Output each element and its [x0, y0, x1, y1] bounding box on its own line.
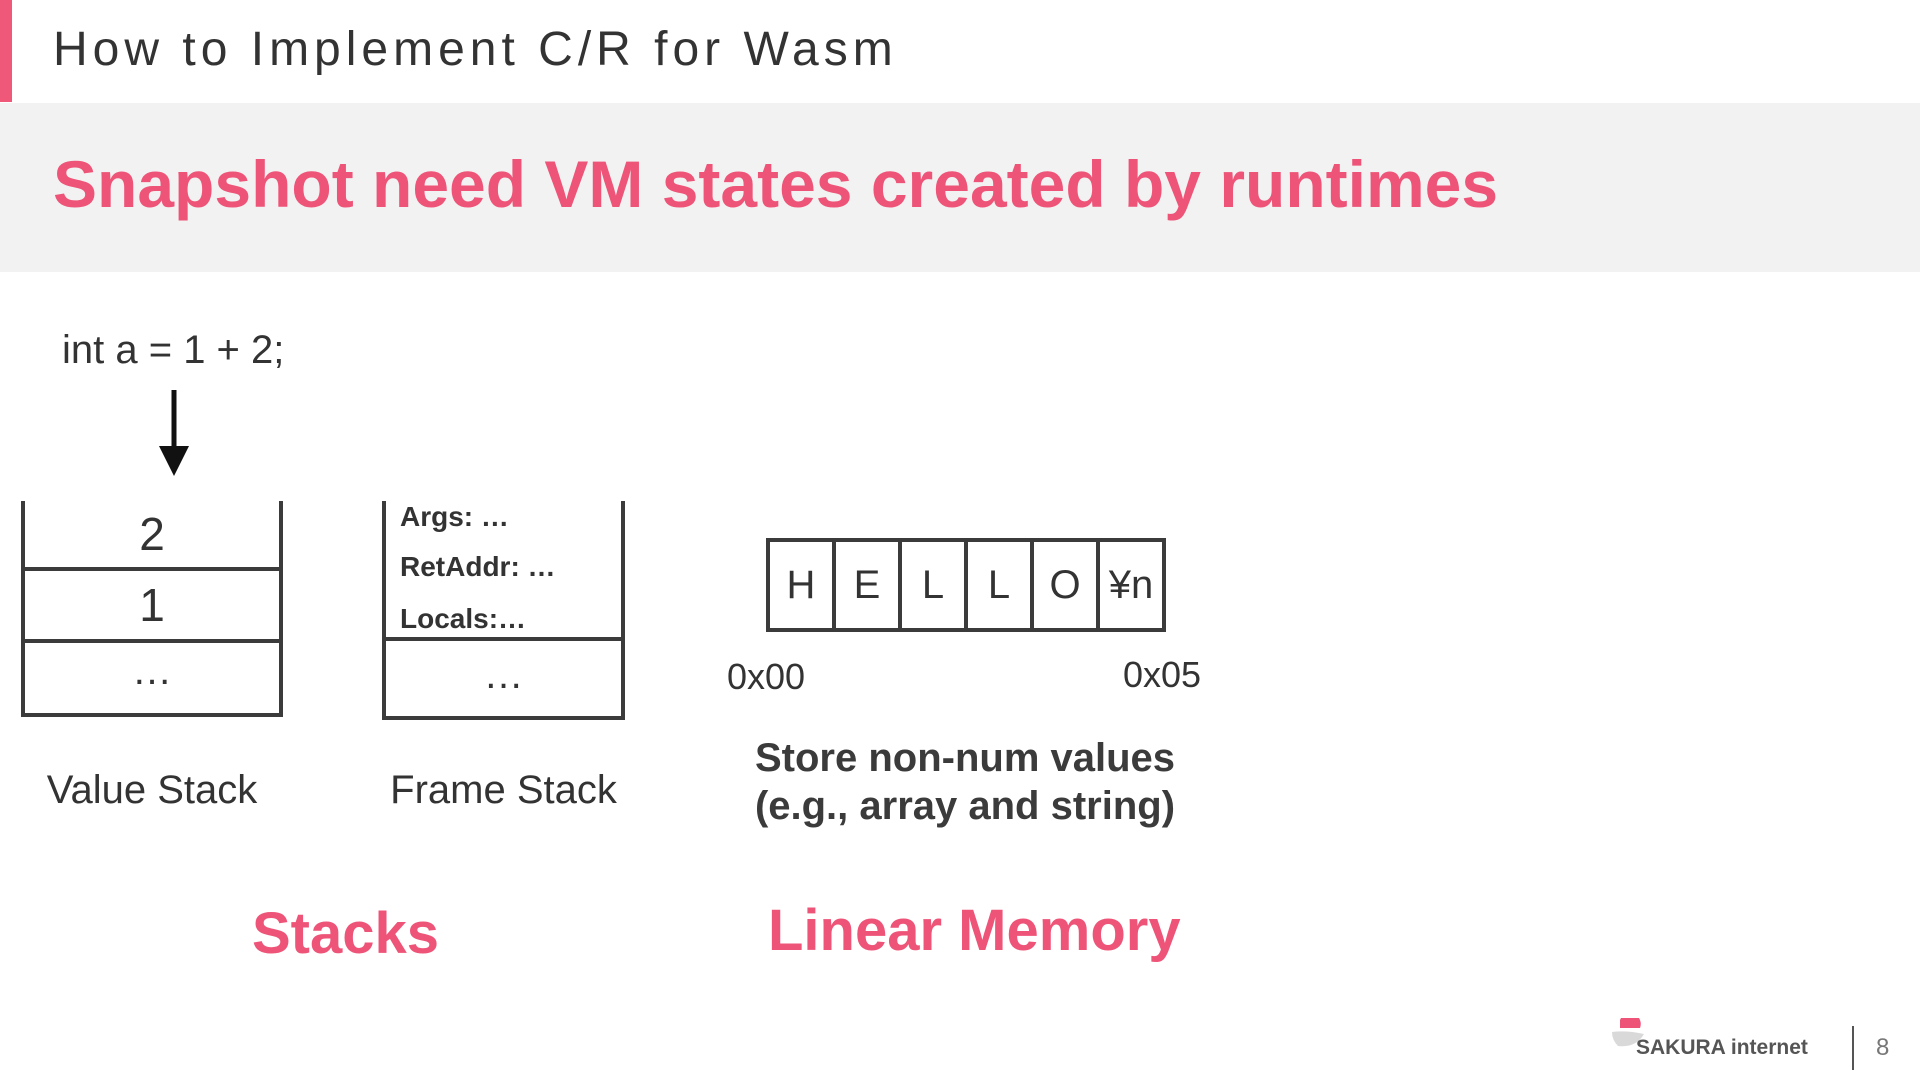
slide-headline: Snapshot need VM states created by runti… — [53, 147, 1499, 221]
section-title: How to Implement C/R for Wasm — [53, 23, 898, 76]
value-stack-cell: … — [132, 649, 172, 693]
memory-cell: ¥n — [1096, 542, 1162, 628]
value-stack: 2 1 … — [21, 501, 283, 717]
memory-start-address: 0x00 — [727, 656, 806, 697]
down-arrow-icon — [159, 390, 189, 476]
memory-cell: O — [1030, 542, 1096, 628]
frame-field-locals: Locals:… — [400, 603, 527, 634]
linear-memory-block: H E L L O ¥n — [766, 538, 1166, 632]
memory-cell: E — [832, 542, 898, 628]
frame-stack: Args: … RetAddr: … Locals:… … — [382, 501, 625, 720]
value-stack-divider — [25, 639, 279, 643]
memory-description-line: Store non-num values — [754, 736, 1176, 780]
page-number: 8 — [1876, 1034, 1890, 1061]
memory-description: Store non-num values (e.g., array and st… — [700, 734, 1230, 830]
memory-cell: L — [964, 542, 1030, 628]
code-snippet: int a = 1 + 2; — [62, 328, 285, 372]
frame-stack-ellipsis: … — [483, 653, 524, 697]
value-stack-cell: 2 — [139, 508, 165, 560]
headline-band — [0, 103, 1920, 272]
memory-description-line: (e.g., array and string) — [754, 784, 1176, 828]
memory-cell: H — [786, 562, 816, 607]
frame-field-args: Args: … — [400, 501, 509, 532]
memory-cell: L — [898, 542, 964, 628]
frame-field-retaddr: RetAddr: … — [400, 551, 556, 582]
frame-stack-divider — [386, 637, 621, 641]
memory-end-address: 0x05 — [1123, 654, 1202, 695]
footer-divider — [1852, 1026, 1854, 1070]
value-stack-divider — [25, 567, 279, 571]
frame-stack-caption: Frame Stack — [390, 768, 617, 812]
value-stack-caption: Value Stack — [46, 768, 258, 812]
sakura-logo-icon — [1612, 1018, 1644, 1047]
value-stack-cell: 1 — [139, 579, 165, 631]
title-accent-bar — [0, 0, 12, 102]
stacks-label: Stacks — [252, 901, 440, 966]
linear-memory-label: Linear Memory — [768, 898, 1181, 963]
footer-brand: SAKURA internet — [1636, 1036, 1808, 1059]
